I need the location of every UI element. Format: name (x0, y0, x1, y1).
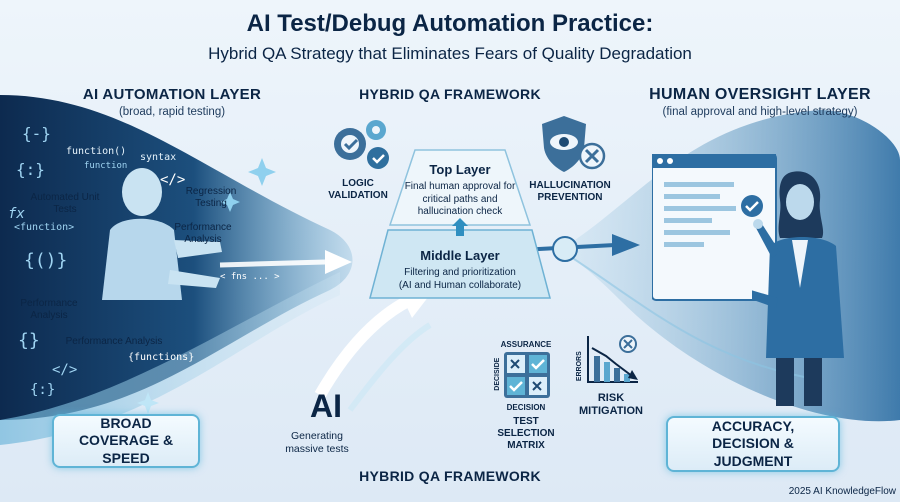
matrix-top-label: ASSURANCE (500, 340, 552, 349)
human-oversight-layer-heading: HUMAN OVERSIGHT LAYER (649, 86, 871, 103)
credit-text: 2025 AI KnowledgeFlow (788, 486, 896, 497)
code-snippet: </> (52, 362, 78, 378)
code-snippet: </> (160, 172, 186, 188)
page-subtitle: Hybrid QA Strategy that Eliminates Fears… (208, 44, 692, 63)
code-snippet: {()} (24, 250, 68, 271)
matrix-left-label: DECISIDE (493, 357, 501, 391)
performance-analysis-label: Performance Analysis (174, 222, 232, 245)
hybrid-qa-framework-footer: HYBRID QA FRAMEWORK (359, 468, 541, 484)
code-snippet: function() (66, 146, 127, 157)
accuracy-decision-judgment-box: ACCURACY, DECISION & JUDGMENT (666, 416, 840, 472)
code-snippet: {:} (30, 382, 56, 398)
shield-eye-icon (542, 116, 606, 172)
page-title: AI Test/Debug Automation Practice: (246, 10, 654, 37)
code-snippet: fx (8, 206, 25, 222)
risk-mitigation-label: RISK MITIGATION (579, 392, 643, 418)
logic-validation-label: LOGIC VALIDATION (328, 178, 388, 201)
review-screen-icon (652, 154, 777, 301)
code-snippet: {functions} (128, 352, 195, 363)
ai-automation-layer-heading: AI AUTOMATION LAYER (82, 86, 262, 103)
code-snippet: {} (18, 330, 40, 351)
performance-analysis-label: Performance Analysis (65, 336, 163, 347)
regression-testing-label: Regression Testing (185, 186, 237, 209)
code-snippet: syntax (140, 152, 177, 163)
hybrid-qa-framework-heading: HYBRID QA FRAMEWORK (359, 86, 541, 102)
errors-axis-label: ERRORS (575, 351, 583, 382)
middle-layer: Middle Layer Filtering and prioritizatio… (380, 248, 540, 292)
middle-layer-description: Filtering and prioritization (AI and Hum… (398, 267, 522, 291)
human-oversight-layer-subheading: (final approval and high-level strategy) (662, 106, 858, 118)
test-selection-matrix-label: TEST SELECTION MATRIX (497, 416, 555, 451)
code-snippet: < fns ... > (220, 272, 280, 282)
top-layer-title: Top Layer (429, 162, 491, 177)
test-selection-matrix-icon (504, 352, 550, 398)
top-layer: Top Layer Final human approval for criti… (400, 162, 520, 219)
ai-automation-layer-subheading: (broad, rapid testing) (118, 106, 226, 118)
code-snippet: {:} (16, 160, 45, 179)
human-reviewer-figure (752, 171, 844, 406)
automated-unit-tests-label: Automated Unit Tests (30, 192, 100, 215)
top-layer-description: Final human approval for critical paths … (404, 181, 516, 217)
code-snippet: function (84, 161, 128, 171)
performance-analysis-label: Performance Analysis (20, 298, 78, 321)
ai-robot-figure (102, 168, 222, 300)
ai-description: Generating massive tests (285, 430, 349, 456)
risk-chart-icon (587, 335, 638, 383)
hallucination-prevention-label: HALLUCINATION PREVENTION (529, 180, 611, 203)
broad-coverage-box: BROAD COVERAGE & SPEED (52, 414, 200, 468)
gear-check-icon (334, 120, 389, 169)
framework-pyramid (369, 149, 551, 299)
code-snippet: {-} (22, 124, 51, 143)
matrix-bottom-label: DECISION (506, 403, 546, 412)
middle-layer-title: Middle Layer (420, 248, 500, 263)
ai-label: AI (310, 388, 342, 424)
code-snippet: <function> (14, 222, 75, 233)
